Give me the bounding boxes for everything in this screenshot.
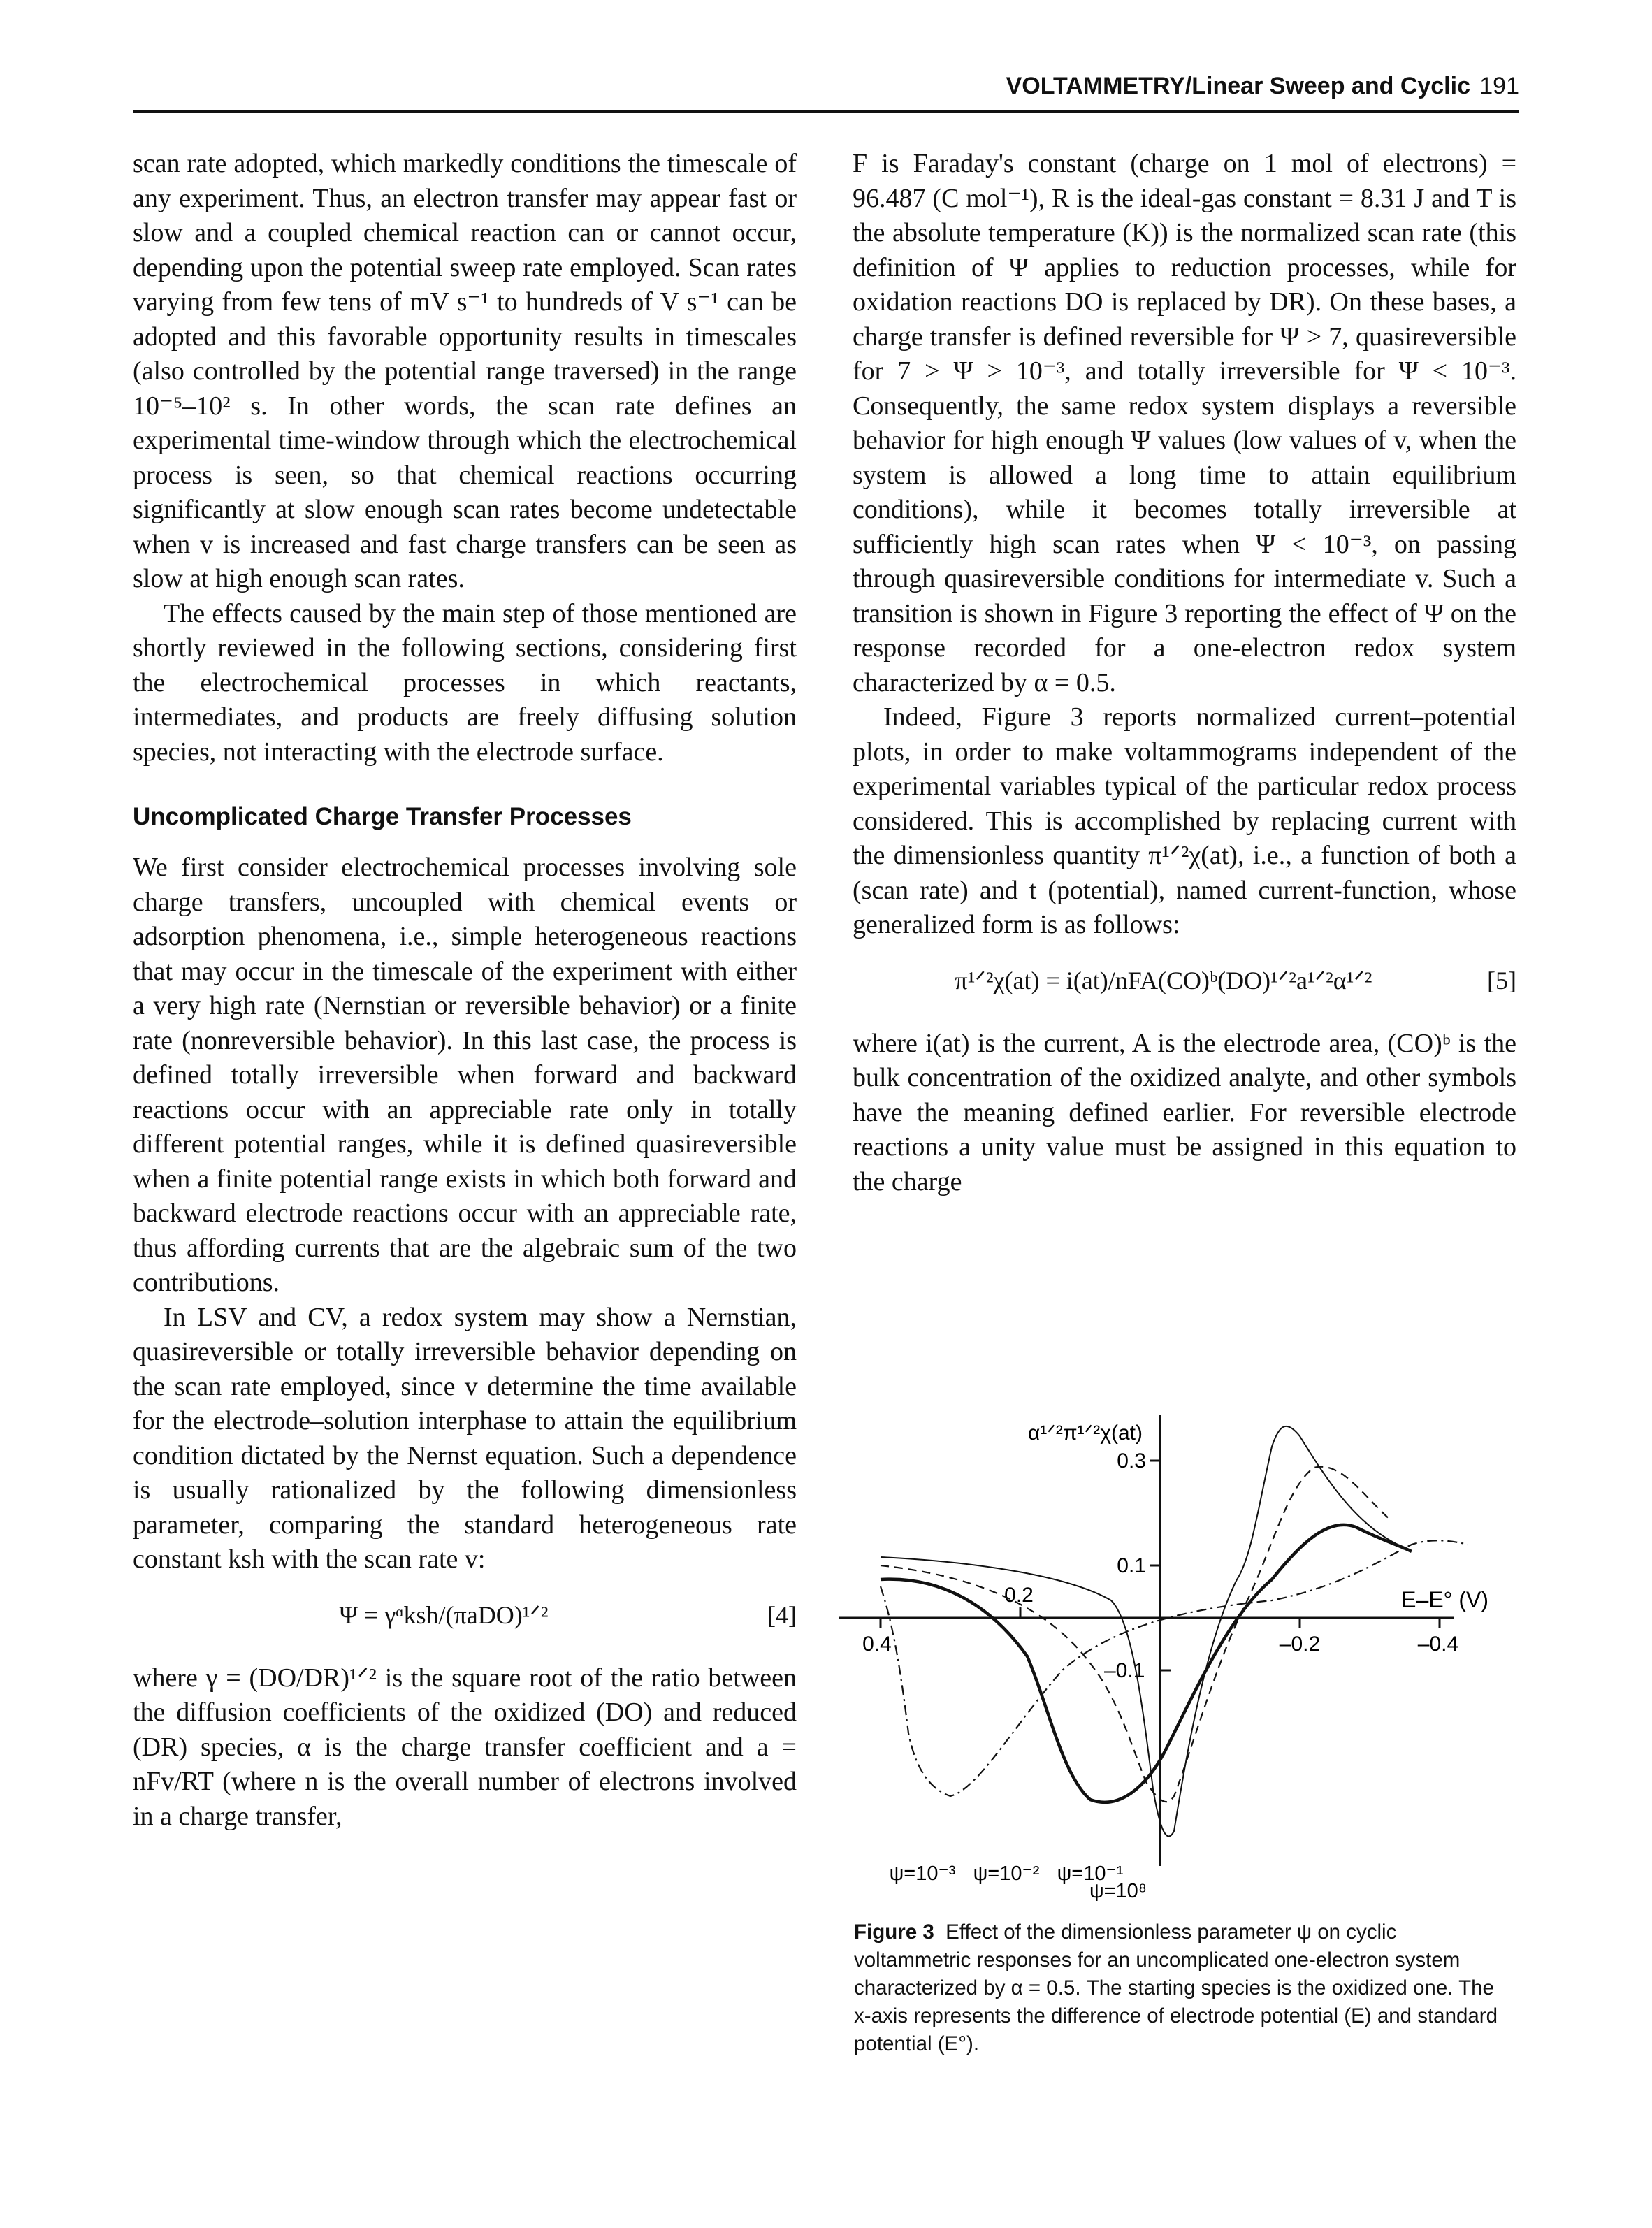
y-tick-label: –0.1 [1104,1659,1145,1682]
equation-4: Ψ = γᵅksh/(πaDO)¹ᐟ² [4] [133,1598,797,1637]
curve-label: ψ=10⁻¹ [1057,1862,1124,1885]
y-axis-label: α¹ᐟ²π¹ᐟ²χ(at) [1028,1422,1143,1445]
caption-label: Figure 3 [854,1920,934,1944]
section-heading: Uncomplicated Charge Transfer Processes [133,803,632,830]
paragraph: We first consider electrochemical proces… [133,853,797,1297]
paragraph: where γ = (DO/DR)¹ᐟ² is the square root … [133,1663,797,1831]
equation-number: [5] [1487,966,1516,994]
paragraph: Indeed, Figure 3 reports normalized curr… [853,702,1516,939]
curve-psi-1e8 [880,1426,1398,1837]
x-tick-label: –0.2 [1280,1633,1320,1656]
paragraph: The effects caused by the main step of t… [133,598,797,767]
x-tick-label: –0.4 [1418,1633,1458,1656]
x-tick-label: 0.4 [862,1633,892,1656]
equation-number: [4] [767,1600,797,1629]
curve-psi-1e-1 [880,1466,1391,1803]
curve-label: ψ=10⁸ [1089,1880,1147,1901]
page-header: VOLTAMMETRY/Linear Sweep and Cyclic 191 [133,70,1519,113]
right-column: F is Faraday's constant (charge on 1 mol… [853,147,1516,1199]
y-tick-label: 0.1 [1117,1554,1146,1577]
caption-text: Effect of the dimensionless parameter ψ … [854,1920,1498,2055]
equation-body: π¹ᐟ²χ(at) = i(at)/nFA(CO)ᵇ(DO)¹ᐟ²a¹ᐟ²α¹ᐟ… [955,966,1372,994]
curve-label: ψ=10⁻² [973,1862,1040,1885]
paragraph: F is Faraday's constant (charge on 1 mol… [853,149,1516,697]
curve-label: ψ=10⁻³ [890,1862,956,1885]
curve-psi-1e-3 [879,1540,1468,1797]
paragraph: scan rate adopted, which markedly condit… [133,149,797,593]
equation-5: π¹ᐟ²χ(at) = i(at)/nFA(CO)ᵇ(DO)¹ᐟ²a¹ᐟ²α¹ᐟ… [853,964,1517,1003]
equation-body: Ψ = γᵅksh/(πaDO)¹ᐟ² [339,1600,549,1629]
running-head: VOLTAMMETRY/Linear Sweep and Cyclic [1006,73,1470,99]
y-tick-label: 0.3 [1117,1449,1146,1473]
voltammogram-chart: 0.4 0.2 –0.2 –0.4 0.3 0.1 –0.1 α¹ᐟ²π¹ᐟ²χ… [839,1415,1488,1901]
curve-psi-1e-2 [880,1523,1413,1804]
figure-caption: Figure 3 Effect of the dimensionless par… [854,1918,1502,2058]
paragraph: In LSV and CV, a redox system may show a… [133,1302,797,1575]
x-axis-label: E–E° (V) [1401,1587,1488,1612]
page-number: 191 [1479,73,1519,99]
figure-3: 0.4 0.2 –0.2 –0.4 0.3 0.1 –0.1 α¹ᐟ²π¹ᐟ²χ… [839,1398,1509,1901]
left-column: scan rate adopted, which markedly condit… [133,147,797,1834]
paragraph: where i(at) is the current, A is the ele… [853,1028,1516,1196]
